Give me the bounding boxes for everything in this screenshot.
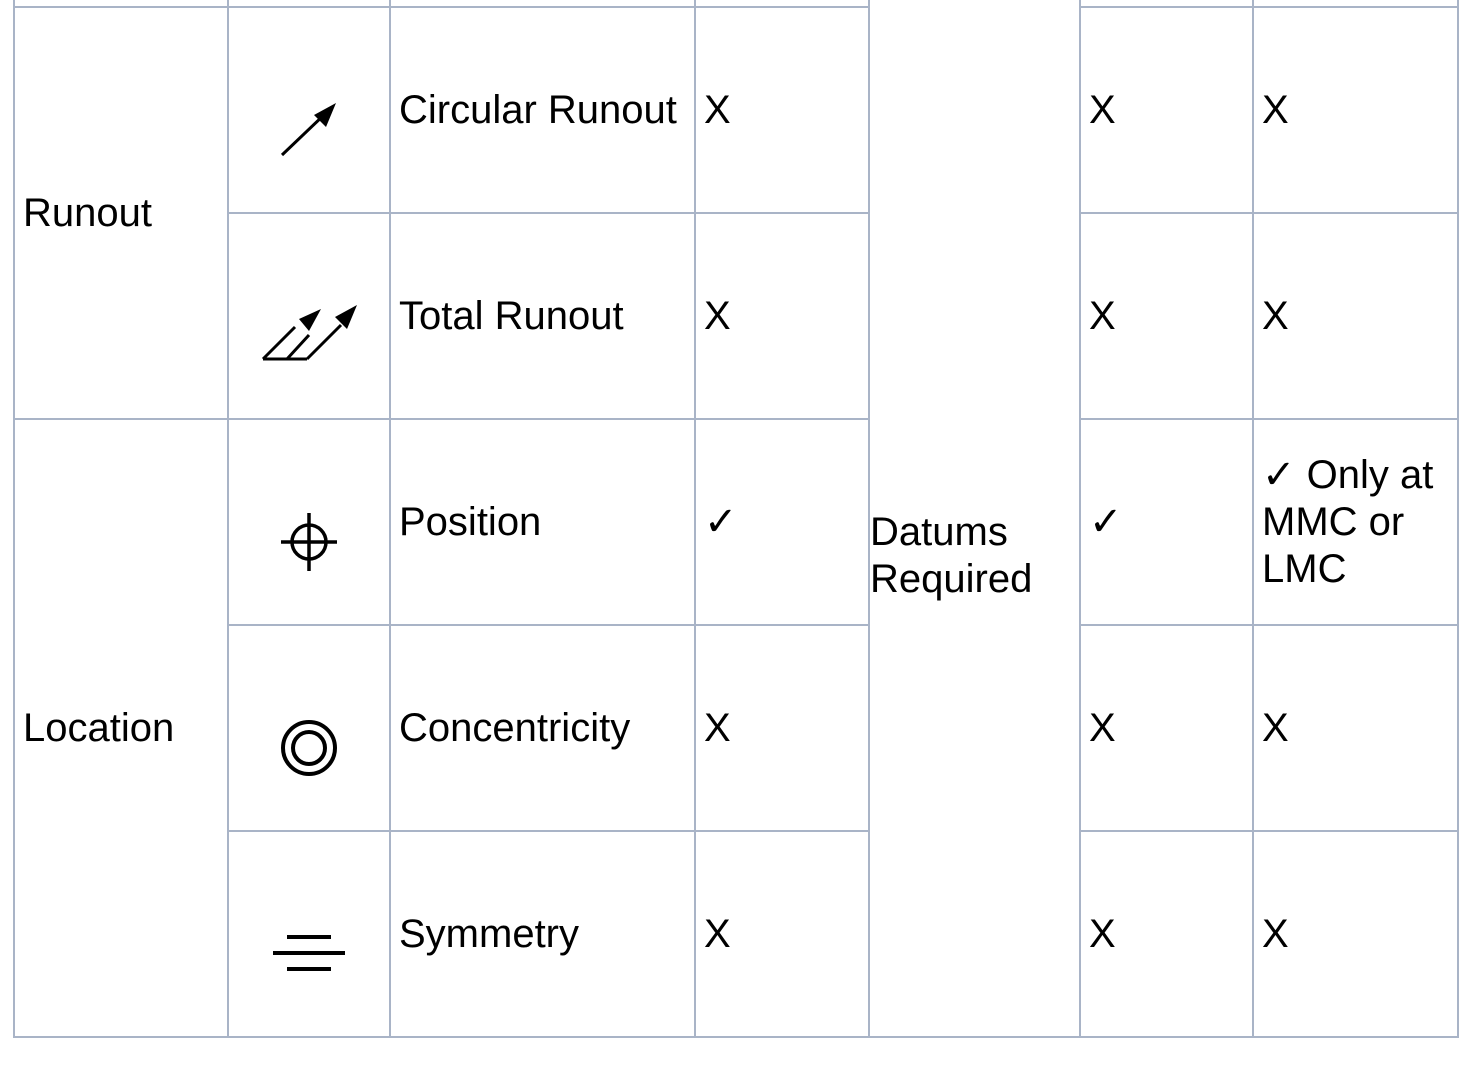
group-cell-location: Location xyxy=(13,418,229,1038)
table-row: Total Runout X X X xyxy=(14,212,1459,420)
mark-cell: X xyxy=(1079,624,1254,832)
mark-value: X xyxy=(1089,87,1116,132)
mark-cell: X xyxy=(1079,830,1254,1038)
symbol-cell xyxy=(227,830,391,1038)
mark-cell: ✓ xyxy=(694,418,870,626)
stub-cell xyxy=(227,0,391,8)
mark-cell: X xyxy=(694,212,870,420)
mark-value: X xyxy=(1089,293,1116,338)
mark-value: X xyxy=(704,293,731,338)
concentricity-icon xyxy=(281,720,337,776)
characteristic-label: Total Runout xyxy=(399,293,624,338)
characteristic-cell: Concentricity xyxy=(389,624,696,832)
group-label: Runout xyxy=(23,190,152,235)
table-row: Runout Circular Runout X X X xyxy=(13,6,1459,420)
table-row: Location Position ✓ ✓ ✓ Only at MMC or L… xyxy=(13,418,1459,1038)
characteristic-cell: Position xyxy=(389,418,696,626)
mark-cell: ✓ Only at MMC or LMC xyxy=(1252,418,1459,626)
mark-value: X xyxy=(1262,911,1289,956)
mark-cell: X xyxy=(1252,212,1459,420)
mark-value: ✓ xyxy=(704,498,738,545)
mark-value: X xyxy=(704,911,731,956)
mark-value: ✓ xyxy=(1089,498,1123,545)
datums-required-label: Datums Required xyxy=(870,510,1033,601)
mark-cell: X xyxy=(694,6,870,214)
mark-cell: X xyxy=(1252,830,1459,1038)
mark-value: X xyxy=(704,705,731,750)
table-row: Symmetry X X X xyxy=(14,830,1459,1038)
characteristic-label: Concentricity xyxy=(399,705,631,750)
mark-value: X xyxy=(1089,705,1116,750)
mark-cell: X xyxy=(1252,6,1459,214)
mark-cell: X xyxy=(1252,624,1459,832)
table-row-top-stub: Datums Required xyxy=(13,0,1459,1038)
table-row: Concentricity X X X xyxy=(14,624,1459,832)
symbol-cell xyxy=(227,212,391,420)
mark-cell: X xyxy=(694,624,870,832)
stub-cell xyxy=(1079,0,1254,8)
mark-value: ✓ Only at MMC or LMC xyxy=(1262,452,1434,591)
characteristic-cell: Symmetry xyxy=(389,830,696,1038)
symmetry-icon xyxy=(273,935,345,971)
mark-value: X xyxy=(1262,705,1289,750)
mark-value: X xyxy=(704,87,731,132)
mark-cell: X xyxy=(1079,212,1254,420)
mark-cell: X xyxy=(694,830,870,1038)
characteristic-label: Position xyxy=(399,499,542,544)
datums-required-cell: Datums Required xyxy=(868,0,1081,1038)
gdt-symbol-table: Datums Required Runout Circular Runout X… xyxy=(13,0,1459,1038)
symbol-cell xyxy=(227,418,391,626)
mark-value: X xyxy=(1089,911,1116,956)
stub-cell xyxy=(389,0,696,8)
mark-cell: X xyxy=(1079,6,1254,214)
symbol-cell xyxy=(227,624,391,832)
characteristic-cell: Circular Runout xyxy=(389,6,696,214)
position-icon xyxy=(281,513,337,571)
mark-cell: ✓ xyxy=(1079,418,1254,626)
stub-cell xyxy=(694,0,870,8)
mark-value: X xyxy=(1262,293,1289,338)
symbol-cell xyxy=(227,6,391,214)
characteristic-cell: Total Runout xyxy=(389,212,696,420)
characteristic-label: Symmetry xyxy=(399,911,579,956)
group-label: Location xyxy=(23,705,175,750)
characteristic-label: Circular Runout xyxy=(399,87,677,132)
group-cell-runout: Runout xyxy=(13,6,229,420)
stub-cell xyxy=(1252,0,1459,8)
circular-runout-icon xyxy=(280,103,336,157)
stub-cell xyxy=(13,0,229,8)
total-runout-icon xyxy=(261,305,357,361)
mark-value: X xyxy=(1262,87,1289,132)
